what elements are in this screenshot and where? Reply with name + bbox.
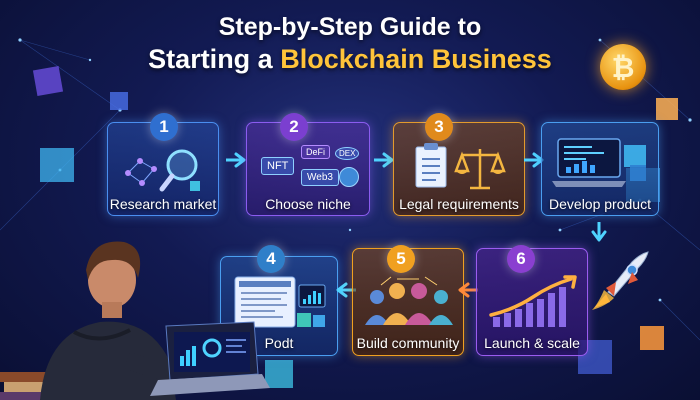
step-label: Build community bbox=[356, 335, 460, 351]
arrow-left-icon bbox=[458, 282, 478, 298]
page-title: Step-by-Step Guide to Starting a Blockch… bbox=[0, 12, 700, 75]
step-number-2: 2 bbox=[280, 113, 308, 141]
step-label: Launch & scale bbox=[484, 335, 580, 351]
growth-chart-icon bbox=[489, 275, 577, 327]
nft-tag: NFT bbox=[261, 157, 295, 175]
bitcoin-symbol: ₿ bbox=[611, 50, 635, 84]
arrow-down-icon bbox=[591, 222, 607, 242]
step-label: Legal requirements bbox=[399, 196, 519, 212]
step-label: Develop product bbox=[549, 196, 651, 212]
step-build-community: 5 Build community bbox=[352, 245, 464, 356]
step-number-1: 1 bbox=[150, 113, 178, 141]
title-line-1: Step-by-Step Guide to bbox=[218, 13, 482, 41]
step-number-3: 3 bbox=[425, 113, 453, 141]
step-label: Podt bbox=[264, 335, 294, 351]
leaf-token-icon bbox=[339, 167, 359, 187]
arrow-right-icon bbox=[226, 152, 246, 168]
step-label: Choose niche bbox=[265, 196, 351, 212]
document-scales-icon bbox=[415, 143, 506, 190]
dex-tag: DEX bbox=[335, 147, 360, 160]
title-line-2-white: Starting a bbox=[148, 43, 281, 74]
niche-tags: NFT DeFi DEX Web3 bbox=[257, 143, 361, 195]
title-line-2: Starting a Blockchain Business bbox=[0, 43, 700, 76]
defi-tag: DeFi bbox=[301, 145, 331, 159]
step-legal-requirements: 3 Legal requirements bbox=[393, 113, 525, 216]
step-choose-niche: 2 NFT DeFi DEX Web3 Choose niche bbox=[246, 113, 370, 216]
laptop-code-icon bbox=[552, 138, 646, 187]
step-number-5: 5 bbox=[387, 245, 415, 273]
step-launch-scale: 6 Launch & scale bbox=[476, 245, 588, 356]
step-research-market: 1 Research market bbox=[107, 113, 219, 216]
web3-tag: Web3 bbox=[301, 169, 339, 186]
step-number-4: 4 bbox=[257, 245, 285, 273]
dashboard-document-icon bbox=[234, 276, 326, 328]
bitcoin-coin-icon: ₿ bbox=[600, 44, 646, 90]
step-develop-product: Develop product bbox=[541, 122, 659, 216]
person-with-laptop-illustration bbox=[0, 241, 270, 400]
step-podt: 4 Podt bbox=[220, 245, 338, 356]
arrow-right-icon bbox=[374, 152, 394, 168]
step-number-6: 6 bbox=[507, 245, 535, 273]
community-people-icon bbox=[365, 276, 453, 325]
rocket-icon bbox=[592, 251, 649, 310]
magnifier-network-icon bbox=[125, 149, 200, 192]
step-label: Research market bbox=[109, 196, 217, 212]
title-line-2-gold: Blockchain Business bbox=[280, 43, 552, 74]
